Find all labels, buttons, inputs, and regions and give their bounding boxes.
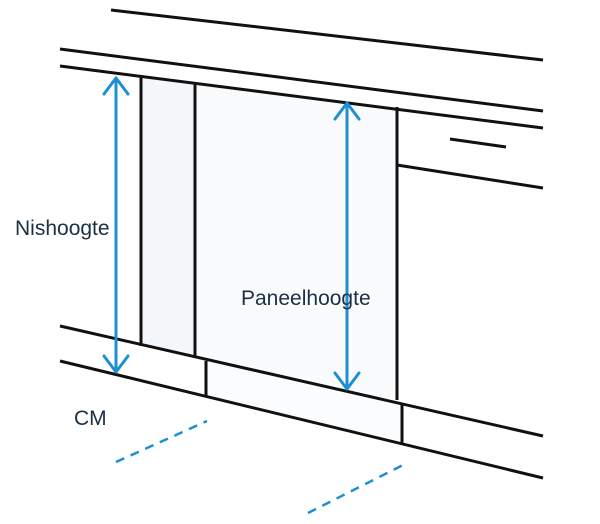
panel-height-label: Paneelhoogte (241, 287, 371, 310)
niche-height-label: Nishoogte (15, 217, 110, 240)
unit-label: CM (74, 407, 107, 430)
niche-height-arrow (102, 76, 130, 374)
right-cabinet-handle (449, 137, 507, 149)
front-panel-fill (195, 82, 397, 400)
plinth-fill (206, 361, 402, 445)
dashed-guide-left (115, 419, 208, 464)
panel-height-arrow (333, 101, 361, 391)
floor-line-lower (59, 359, 544, 480)
dashed-guide-right (307, 463, 404, 515)
countertop-line-top (110, 8, 544, 62)
floor-line-upper (59, 324, 544, 438)
side-panel-fill (141, 75, 195, 356)
countertop-line-2 (59, 47, 544, 113)
right-cabinet-top-edge (396, 163, 544, 190)
